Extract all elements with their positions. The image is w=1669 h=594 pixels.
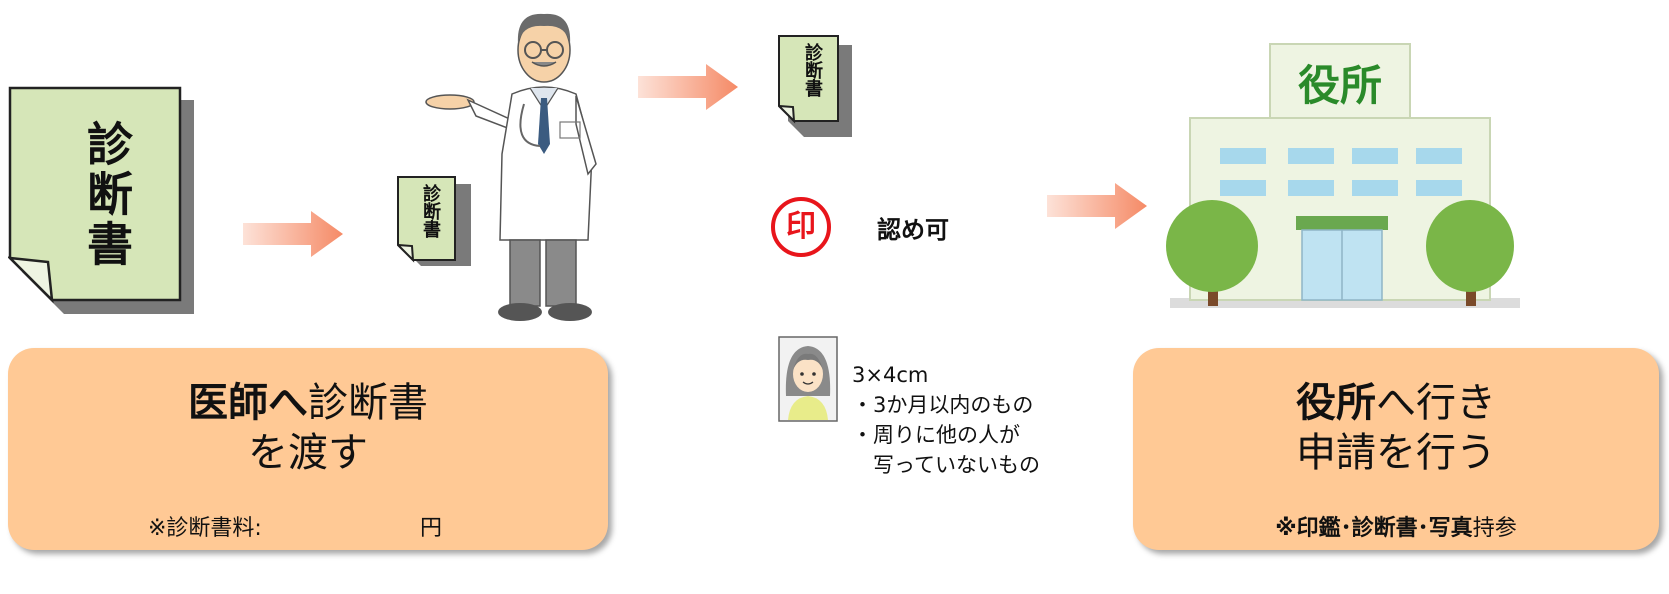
small-document: 診断書: [776, 35, 854, 139]
photo-requirement-line: ・周りに他の人が: [852, 423, 1020, 447]
building-sign: 役所: [1297, 61, 1382, 110]
photo-icon: [778, 336, 838, 422]
step2-title-line2: 申請を行う: [1296, 430, 1496, 476]
step1-title: 医師へ診断書 を渡す: [8, 378, 608, 478]
doctor-illustration: [425, 13, 597, 321]
step2-box: 役所へ行き 申請を行う ※印鑑･診断書･写真持参: [1133, 348, 1659, 550]
small-document: 診断書: [395, 176, 473, 268]
step2-title: 役所へ行き 申請を行う: [1133, 378, 1659, 478]
step2-note: ※印鑑･診断書･写真持参: [1133, 510, 1659, 542]
photo-size: 3×4cm: [852, 363, 929, 387]
document-label: 診断書: [80, 120, 134, 270]
document-icon: [6, 86, 194, 314]
document-icon: [395, 176, 471, 266]
photo-requirement-line: ・3か月以内のもの: [852, 393, 1034, 417]
arrow-right-icon: [243, 211, 343, 257]
step1-note: ※診断書料:: [148, 510, 262, 542]
step1-box: 医師へ診断書 を渡す ※診断書料: 円: [8, 348, 608, 550]
step1-title-bold: 医師へ: [188, 380, 308, 426]
large-document: 診断書: [6, 86, 198, 318]
arrow-right-icon: [638, 64, 738, 110]
step2-title-bold: 役所: [1296, 380, 1376, 426]
fee-unit: 円: [420, 516, 443, 541]
building-icon: [1166, 43, 1520, 308]
seal-stamp: 印: [769, 195, 833, 259]
photo-requirement-line: 写っていないもの: [852, 453, 1040, 477]
step1-title-line2: を渡す: [248, 430, 368, 476]
step2-note-bold: ※印鑑･診断書･写真: [1275, 516, 1473, 541]
document-label: 診断書: [802, 43, 823, 97]
photo-requirements: 3×4cm ・3か月以内のもの ・周りに他の人が 写っていないもの: [852, 360, 1040, 480]
arrow-right-icon: [1047, 183, 1147, 229]
document-icon: [776, 35, 852, 137]
seal-glyph: 印: [786, 209, 816, 244]
step2-title-rest: へ行き: [1376, 380, 1496, 426]
document-label: 診断書: [420, 184, 441, 238]
fee-label: ※診断書料:: [148, 516, 262, 541]
seal-icon: [771, 197, 831, 257]
step1-title-rest: 診断書: [308, 380, 428, 426]
seal-label: 認め可: [877, 216, 949, 244]
step2-note-rest: 持参: [1472, 516, 1517, 541]
government-office-building: 役所: [1160, 40, 1530, 310]
